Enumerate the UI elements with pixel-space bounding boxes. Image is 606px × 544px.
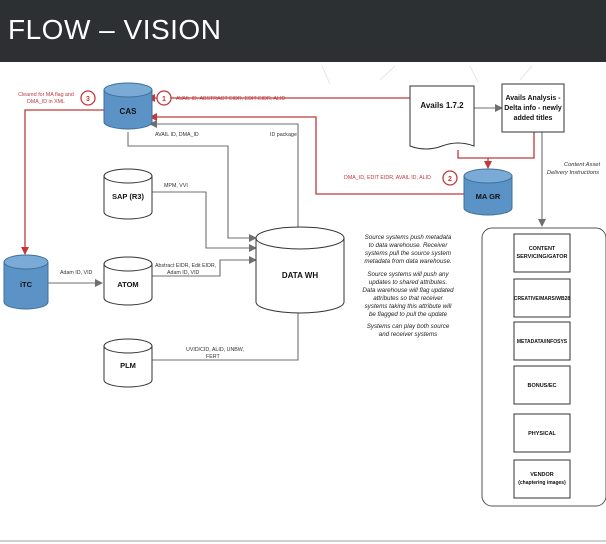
edge-sap-to-datawh [150, 191, 257, 252]
badge-1-label: 1 [162, 96, 166, 103]
edge-analysis-to-magr [488, 130, 535, 159]
sap-database: SAP (R3) [103, 168, 153, 220]
vendor-label: CREATIVE/MARS/WB28 [514, 296, 571, 302]
vendor-label: METADATA/INFOSYS [517, 339, 568, 345]
label-avail-id-row: AVAIL ID, ABSTRACT EIDR, EDIT EIDR, ALID [176, 96, 285, 102]
vendor-box-physical: PHYSICAL [513, 413, 571, 453]
data-warehouse: DATA WH [255, 226, 345, 314]
vendor-box-creative: CREATIVE/MARS/WB28 [513, 278, 571, 318]
note-line: Systems can play both source [367, 323, 450, 330]
note-line: attributes so that receiver [373, 295, 443, 302]
note-text: Source systems push metadata to data war… [362, 234, 454, 338]
badge-2-label: 2 [448, 176, 452, 183]
edge-datawh-to-cas [149, 120, 299, 230]
edge-cas-to-datawh [127, 132, 257, 242]
label-content-asset-line1: Content Asset [564, 162, 601, 168]
edge-atom-to-datawh [150, 256, 257, 277]
note-line: Source systems push metadata [365, 234, 452, 241]
avails-analysis-box: Avails Analysis - Delta info - newly add… [501, 83, 565, 133]
note-line: Source systems will push any [367, 271, 449, 278]
atom-label: ATOM [117, 280, 138, 289]
itc-database: iTC [3, 254, 49, 310]
background-decoration [321, 65, 533, 85]
label-abstract-eidr-line1: Abstract EIDR, Edit EIDR, [155, 263, 216, 269]
plm-database: PLM [103, 338, 153, 388]
edge-avails-to-magr [457, 150, 492, 169]
label-mpm-vvi: MPM, VVI [164, 183, 188, 189]
vendor-label: SERVICING/GATOR [516, 254, 567, 260]
note-line: systems taking this attribute will [365, 303, 452, 310]
itc-label: iTC [20, 280, 33, 289]
atom-database: ATOM [103, 256, 153, 306]
vendor-box-content-servicing: CONTENT SERVICING/GATOR [513, 233, 571, 273]
note-line: systems pull the source system [365, 250, 451, 257]
note-line: be flagged to pull the update [369, 311, 448, 318]
avails-analysis-line1: Avails Analysis - [505, 95, 561, 102]
avails-document: Avails 1.7.2 [409, 85, 475, 150]
edge-magr-to-cas [149, 113, 464, 195]
badge-3-label: 3 [86, 96, 90, 103]
avails-label: Avails 1.7.2 [420, 101, 464, 110]
label-adam-id-vid: Adam ID, VID [60, 270, 93, 276]
vendor-label: CONTENT [529, 246, 556, 252]
badge-2: 2 [442, 170, 458, 186]
label-cleared-line1: Cleared for MA flag and [18, 92, 74, 98]
label-cleared-line2: DMA_ID in XML [27, 99, 65, 105]
vendor-label: PHYSICAL [528, 431, 556, 437]
vendor-box-chaptering: VENDOR (chaptering images) [513, 459, 571, 499]
sap-label: SAP (R3) [112, 192, 144, 201]
avails-analysis-line2: Delta info - newly [504, 105, 562, 112]
note-line: updates to shared attributes. [369, 279, 447, 286]
page-title: FLOW – VISION [8, 14, 222, 45]
note-line: Data warehouse will flag updated [362, 287, 454, 294]
vendor-box-bonus: BONUS/EC [513, 365, 571, 405]
vendor-label: (chaptering images) [518, 480, 566, 486]
data-wh-label: DATA WH [282, 271, 319, 280]
note-line: and receiver systems [379, 331, 437, 338]
label-abstract-eidr-line2: Adam ID, VID [167, 270, 200, 276]
edge-cas-to-itc [21, 109, 108, 255]
vendor-label: VENDOR [530, 472, 554, 478]
ma-gr-label: MA GR [476, 192, 501, 201]
cas-database: CAS [103, 82, 153, 130]
label-avail-dma: AVAIL ID, DMA_ID [155, 132, 199, 138]
note-line: metadata from data warehouse. [364, 258, 451, 265]
flow-diagram: CAS SAP (R3) ATOM PLM iTC DATA WH Avails… [0, 65, 606, 542]
vendor-label: BONUS/EC [527, 383, 556, 389]
label-dma-row: DMA_ID, EDIT EIDR, AVAIL ID, ALID [344, 175, 431, 181]
badge-3: 3 [80, 90, 96, 106]
cas-label: CAS [120, 107, 138, 116]
vendor-box-metadata: METADATA/INFOSYS [513, 321, 571, 361]
edge-plm-to-datawh [150, 305, 302, 361]
label-id-package: ID package [270, 132, 297, 138]
ma-gr-database: MA GR [463, 168, 513, 216]
avails-analysis-line3: added titles [514, 115, 553, 122]
label-content-asset-line2: Delivery Instructions [547, 170, 599, 176]
plm-label: PLM [120, 361, 136, 370]
note-line: to data warehouse. Receiver [369, 242, 449, 249]
label-uvid-line2: FERT [206, 354, 220, 360]
title-bar: FLOW – VISION [0, 0, 606, 62]
label-uvid-line1: UVID/CID, ALID, UNBW, [186, 347, 244, 353]
badge-1: 1 [156, 90, 172, 106]
